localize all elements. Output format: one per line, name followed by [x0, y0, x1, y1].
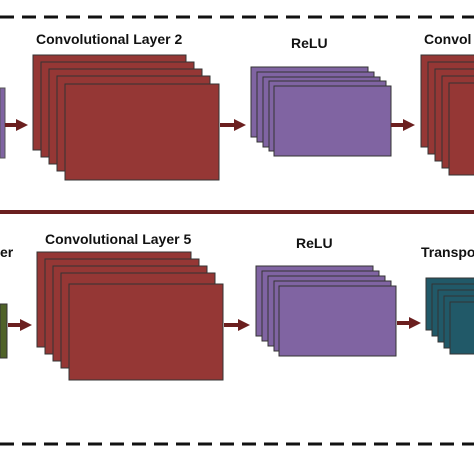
bottom-next-layer-label: Transpo	[421, 244, 474, 260]
bottom-left-partial-block	[0, 303, 8, 359]
relu-bottom-stack	[255, 265, 397, 357]
relu-top-stack	[250, 66, 392, 157]
conv-layer-2-stack	[32, 54, 220, 181]
feature-map	[68, 283, 224, 381]
top-next-layer-label: Convol	[424, 31, 472, 47]
feature-map	[448, 82, 474, 176]
bottom-transpose-stack	[425, 277, 474, 355]
feature-map	[449, 301, 474, 355]
relu-bottom-label: ReLU	[296, 235, 333, 251]
conv-layer-5-stack	[36, 251, 224, 381]
feature-map	[64, 83, 220, 181]
relu-top-label: ReLU	[291, 35, 328, 51]
feature-map	[273, 85, 392, 157]
feature-map	[278, 285, 397, 357]
conv-layer-2-label: Convolutional Layer 2	[36, 31, 183, 47]
bottom-prev-layer-label: er	[0, 244, 14, 260]
conv-layer-5-label: Convolutional Layer 5	[45, 231, 192, 247]
top-left-partial-block	[0, 87, 6, 159]
top-next-conv-stack	[420, 54, 474, 176]
